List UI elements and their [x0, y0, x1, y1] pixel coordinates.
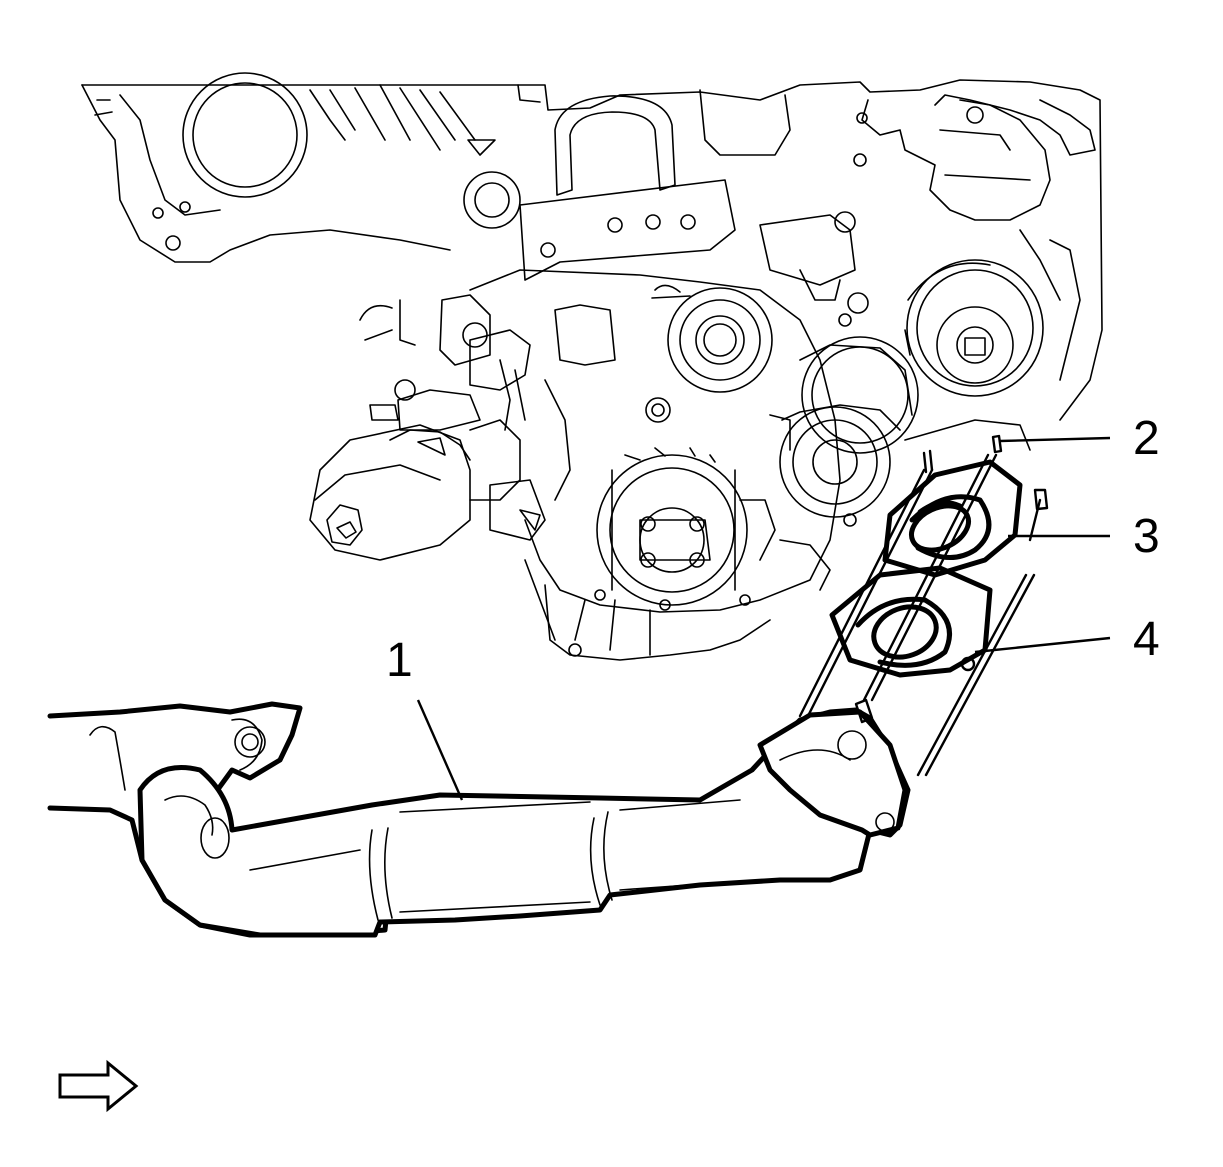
exhaust-gasket: [882, 459, 1023, 578]
right-arrow-icon: [58, 1059, 139, 1113]
callout-4: 4: [1133, 613, 1160, 666]
callout-1: 1: [386, 634, 413, 687]
engine-block: [81, 72, 1103, 661]
alignment-lines: [798, 453, 1036, 777]
exhaust-front-pipe: [47, 698, 911, 938]
callout-3: 3: [1133, 510, 1160, 563]
studs: [922, 434, 1049, 542]
callout-2: 2: [1133, 412, 1160, 465]
callout-leaders: [416, 436, 1111, 801]
